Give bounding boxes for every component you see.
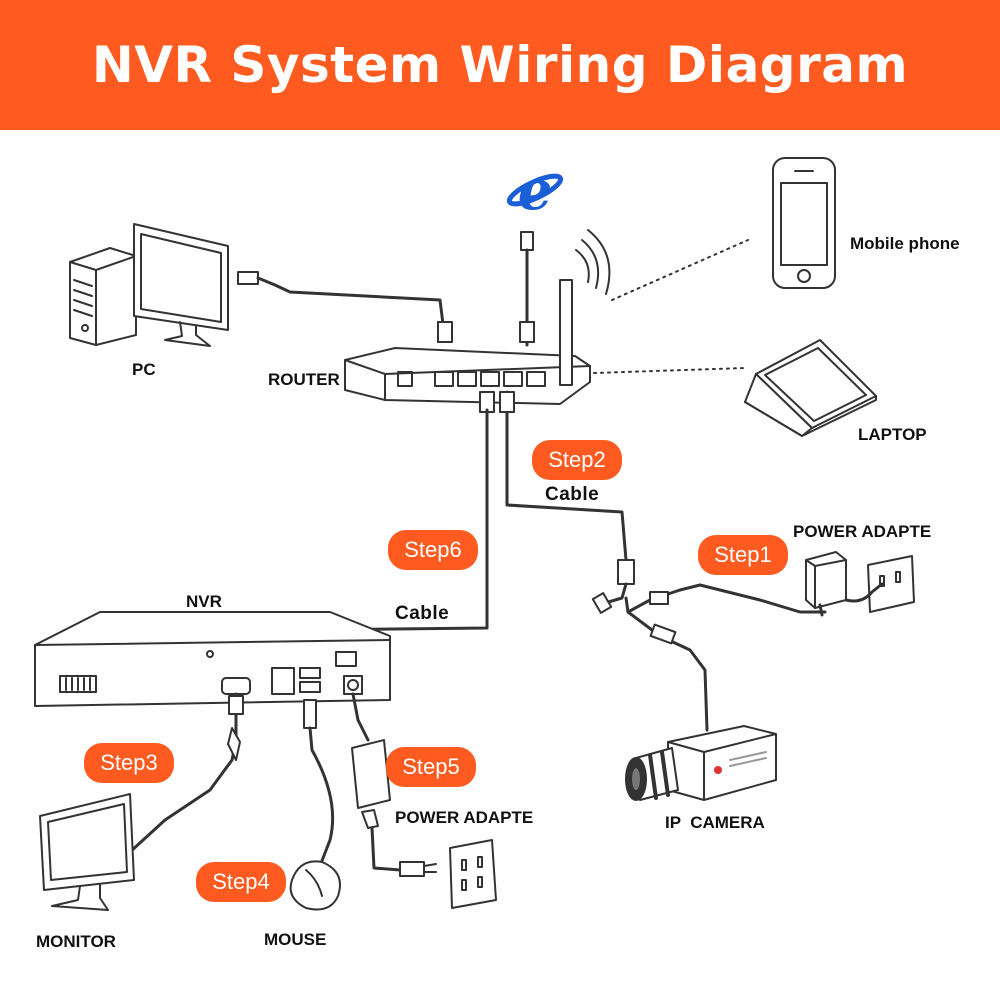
- wall-outlet-nvr-icon: [449, 839, 497, 909]
- router-camera-cable: [499, 390, 709, 732]
- wan-cable: [519, 231, 535, 347]
- laptop-icon: [744, 339, 877, 437]
- wireless-link-laptop: [593, 367, 746, 374]
- mobile-phone-label: Mobile phone: [850, 234, 960, 253]
- power-adapter-camera-label: POWER ADAPTE: [793, 522, 932, 541]
- nvr-power-cable: [351, 692, 437, 877]
- step1-badge: Step1: [698, 535, 788, 575]
- ip-camera-icon: [625, 725, 777, 801]
- step4-badge: Step4: [196, 862, 286, 902]
- step6-badge: Step6: [388, 530, 478, 570]
- mouse-icon: [289, 860, 341, 911]
- step2-badge: Step2: [532, 440, 622, 480]
- monitor-icon: [39, 793, 135, 911]
- mobile-phone-icon: [772, 157, 836, 289]
- pc-router-cable: [237, 271, 453, 343]
- power-adapter-icon: [805, 551, 847, 617]
- monitor-label: MONITOR: [36, 932, 116, 951]
- cable-label-router-camera: Cable: [545, 484, 600, 505]
- page-title: NVR System Wiring Diagram: [91, 36, 909, 94]
- router-icon: [344, 347, 591, 405]
- nvr-monitor-cable: [128, 692, 244, 854]
- wall-outlet-icon: [844, 555, 915, 613]
- ip-camera-label: IP CAMERA: [665, 813, 765, 832]
- pc-tower-icon: [69, 247, 137, 346]
- mouse-label: MOUSE: [264, 930, 327, 949]
- router-label: ROUTER: [268, 370, 340, 389]
- svg-text:e: e: [518, 158, 552, 222]
- internet-explorer-icon: e: [506, 158, 564, 222]
- nvr-mouse-cable: [303, 699, 335, 868]
- step5-badge: Step5: [386, 747, 476, 787]
- pc-monitor-icon: [133, 223, 229, 347]
- antenna-icon: [559, 279, 573, 386]
- cable-label-router-nvr: Cable: [395, 603, 450, 624]
- step3-badge: Step3: [84, 743, 174, 783]
- title-banner: NVR System Wiring Diagram: [0, 0, 1000, 130]
- camera-power-cable: [698, 583, 827, 614]
- laptop-label: LAPTOP: [858, 425, 927, 444]
- nvr-recorder-icon: [34, 611, 391, 707]
- power-adapter-nvr-label: POWER ADAPTE: [395, 808, 534, 827]
- wifi-signal-icon: [575, 229, 611, 295]
- nvr-label: NVR: [186, 592, 222, 611]
- pc-label: PC: [132, 360, 156, 379]
- wireless-link-mobile: [611, 239, 749, 301]
